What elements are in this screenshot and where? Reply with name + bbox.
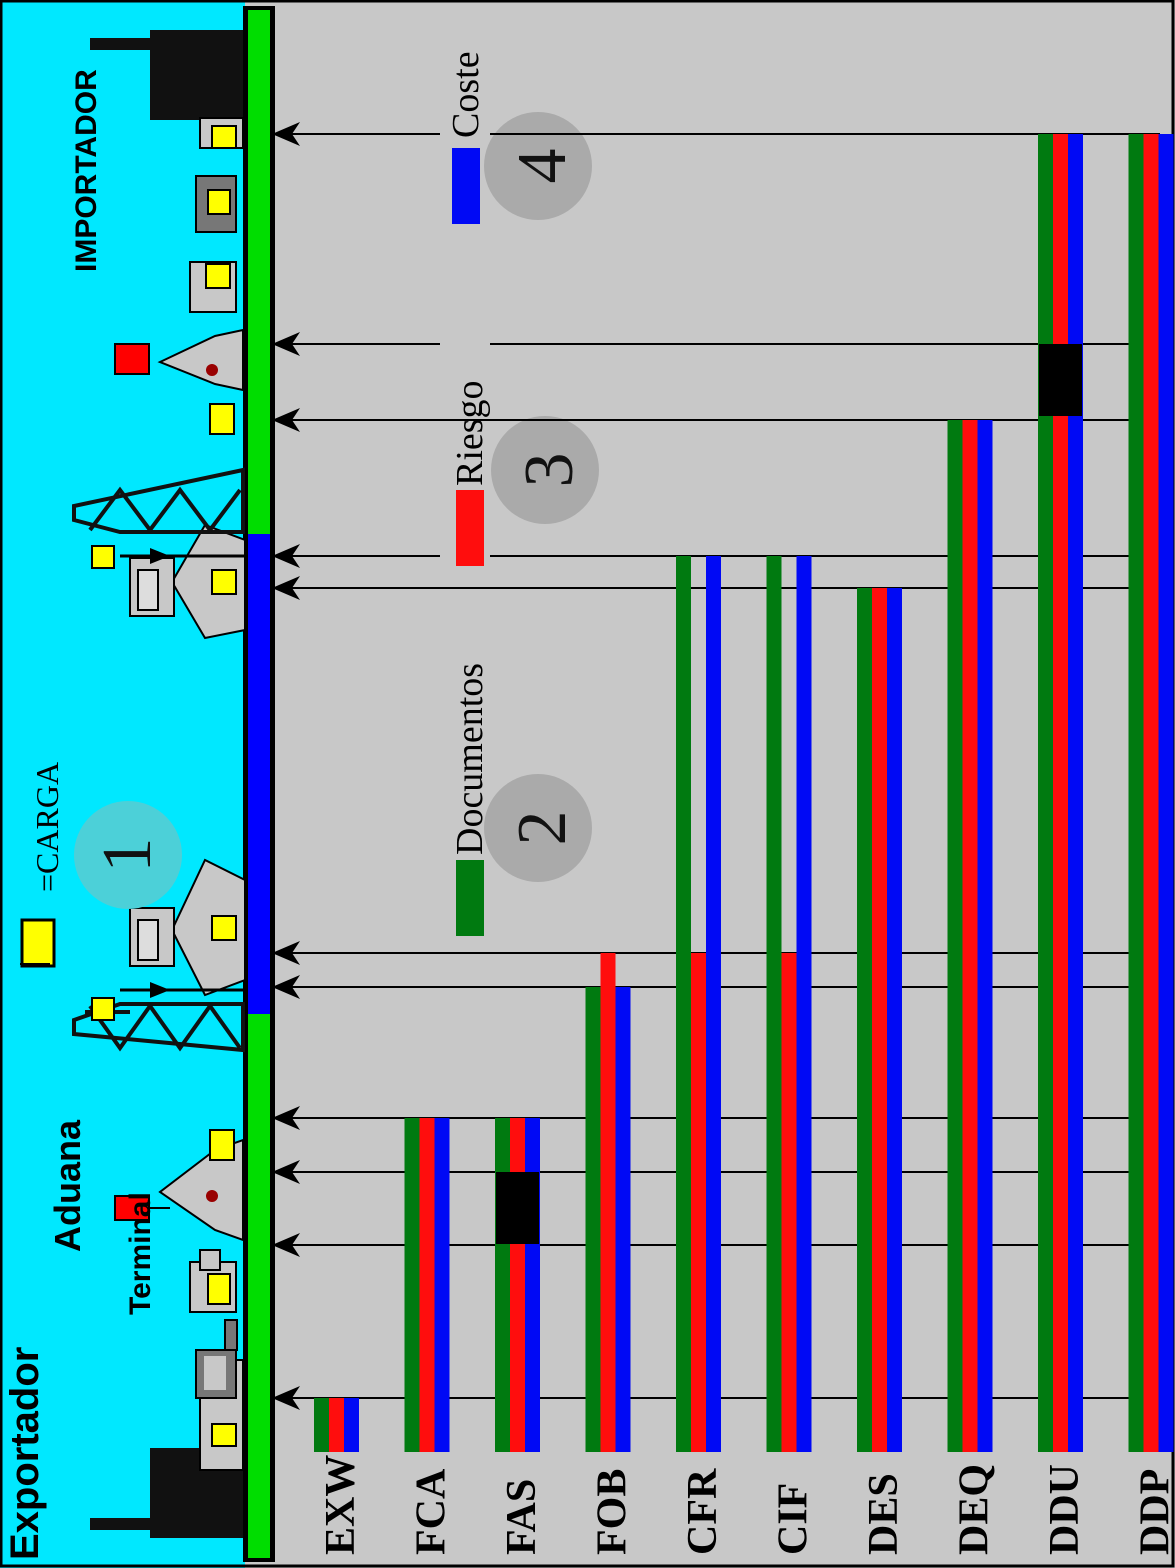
risk-legend-label: Riesgo: [449, 380, 491, 486]
bar-ddu-cost: [1068, 134, 1083, 1452]
cargo-legend-icon: [20, 920, 54, 966]
incoterm-label-ddu: DDU: [1042, 1464, 1088, 1555]
cost-swatch: [452, 148, 480, 224]
bar-exw-cost: [344, 1398, 359, 1452]
terminal-label: Terminal: [124, 1192, 157, 1315]
bar-des-documents: [857, 588, 872, 1452]
incoterm-label-des: DES: [861, 1473, 907, 1555]
incoterm-label-deq: DEQ: [952, 1464, 998, 1555]
bar-ddp-cost: [1159, 134, 1174, 1452]
bar-cif-cost: [797, 556, 812, 1452]
cost-legend-label: Coste: [445, 51, 487, 138]
exception-block-ddu: [1039, 344, 1082, 416]
incoterm-label-fob: FOB: [590, 1469, 636, 1555]
bar-cif-documents: [767, 556, 782, 1452]
incoterm-label-fas: FAS: [499, 1479, 545, 1555]
bar-des-cost: [887, 588, 902, 1452]
bar-cif-risk: [782, 953, 797, 1452]
bar-fca-documents: [405, 1118, 420, 1452]
bar-cfr-cost: [706, 556, 721, 1452]
svg-text:3: 3: [511, 453, 588, 488]
bar-fas-documents: [495, 1118, 510, 1452]
bar-ddu-documents: [1038, 134, 1053, 1452]
importer-label: IMPORTADOR: [70, 69, 103, 272]
bar-fob-cost: [616, 987, 631, 1452]
bar-fob-documents: [586, 987, 601, 1452]
cargo-legend-label: =CARGA: [29, 762, 65, 892]
bar-ddu-risk: [1053, 134, 1068, 1452]
bar-exw-documents: [314, 1398, 329, 1452]
bar-ddp-documents: [1129, 134, 1144, 1452]
customs-label: Aduana: [47, 1119, 88, 1252]
incoterm-label-ddp: DDP: [1133, 1469, 1175, 1555]
exporter-label: Exportador: [3, 1347, 47, 1560]
bar-des-risk: [872, 588, 887, 1452]
badge-4: 4: [484, 112, 592, 220]
exception-block-fas: [496, 1172, 539, 1244]
bar-deq-cost: [978, 420, 993, 1452]
documents-swatch: [456, 860, 484, 936]
incoterm-label-cif: CIF: [771, 1483, 817, 1555]
svg-text:2: 2: [504, 811, 581, 846]
bar-fca-cost: [435, 1118, 450, 1452]
incoterm-label-fca: FCA: [409, 1468, 455, 1555]
bar-deq-risk: [963, 420, 978, 1452]
svg-text:4: 4: [504, 149, 581, 184]
incoterm-label-cfr: CFR: [680, 1468, 726, 1555]
badge-1: 1: [74, 801, 182, 909]
bar-cfr-documents: [676, 556, 691, 1452]
land-strip-destination: [248, 10, 270, 534]
bar-fca-risk: [420, 1118, 435, 1452]
line-gap: [440, 336, 490, 350]
route-strip: [243, 6, 275, 1562]
badge-2: 2: [484, 774, 592, 882]
sea-strip: [248, 534, 270, 1014]
bar-ddp-risk: [1144, 134, 1159, 1452]
bar-fob-risk: [601, 953, 616, 1452]
bar-exw-risk: [329, 1398, 344, 1452]
incoterm-label-exw: EXW: [318, 1455, 364, 1555]
land-strip-origin: [248, 1014, 270, 1558]
bar-cfr-risk: [691, 953, 706, 1452]
documents-legend-label: Documentos: [449, 663, 491, 855]
svg-text:1: 1: [89, 838, 166, 873]
badge-3: 3: [491, 416, 599, 524]
bar-fas-cost: [525, 1118, 540, 1452]
risk-swatch: [456, 490, 484, 566]
bar-deq-documents: [948, 420, 963, 1452]
bar-fas-risk: [510, 1118, 525, 1452]
